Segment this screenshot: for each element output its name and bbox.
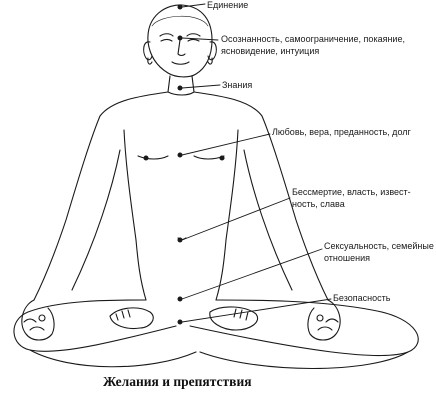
label-awareness-line1: Осознанность, самоограничение, покаяние, bbox=[221, 34, 405, 44]
diagram-caption: Желания и препятствия bbox=[103, 374, 252, 389]
label-awareness-line2: ясновидение, интуиция bbox=[221, 46, 320, 56]
leader-line-security bbox=[181, 298, 332, 323]
leader-lines bbox=[181, 3, 332, 323]
label-love: Любовь, вера, преданность, долг bbox=[272, 127, 411, 137]
neck-outline bbox=[167, 75, 195, 96]
leader-line-love bbox=[181, 133, 271, 156]
label-knowledge: Знания bbox=[222, 80, 253, 90]
chakra-dot-heart bbox=[177, 152, 183, 158]
label-sexuality-line2: отношения bbox=[324, 253, 371, 263]
label-sexuality-line1: Сексуальность, семейные bbox=[324, 241, 434, 251]
chakra-dot-throat bbox=[177, 85, 183, 91]
head-outline bbox=[143, 4, 217, 78]
label-security: Безопасность bbox=[333, 293, 391, 303]
hands-outline bbox=[21, 299, 341, 341]
chakra-points bbox=[177, 4, 183, 325]
chakra-dot-crown bbox=[177, 4, 183, 10]
chakra-dot-brow bbox=[177, 35, 183, 41]
body-outline bbox=[33, 91, 329, 301]
leader-line-knowledge bbox=[181, 84, 221, 89]
leader-line-immortality bbox=[181, 197, 291, 241]
label-immortality-line1: Бессмертие, власть, извест- bbox=[292, 187, 411, 197]
leader-line-awareness bbox=[181, 37, 219, 41]
label-immortality-line2: ность, слава bbox=[292, 199, 345, 209]
legs-outline bbox=[13, 299, 419, 369]
chakra-dot-solar bbox=[177, 237, 183, 243]
chakra-dot-sacral bbox=[177, 296, 183, 302]
label-unity: Единение bbox=[207, 0, 249, 10]
leader-line-unity bbox=[181, 3, 206, 8]
chakra-dot-root bbox=[177, 319, 183, 325]
leader-line-sexuality bbox=[181, 248, 323, 300]
